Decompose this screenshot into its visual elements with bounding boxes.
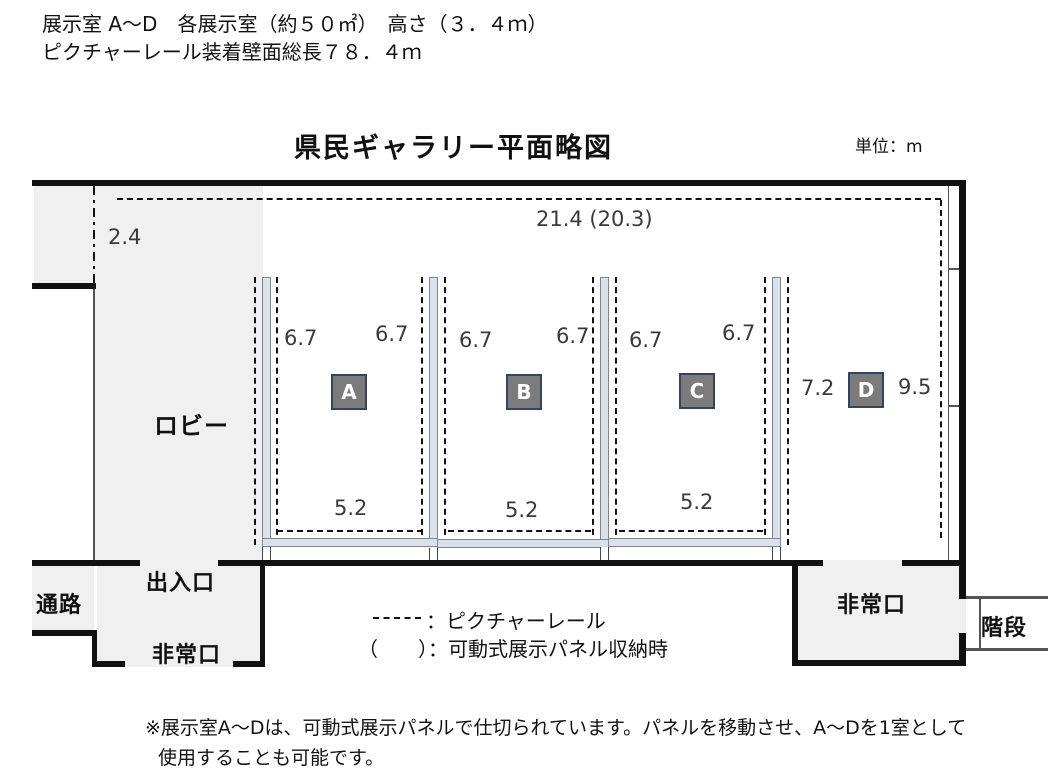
- wall-lobby-left: [93, 289, 95, 560]
- dim-room-b-left: 6.7: [459, 328, 493, 352]
- dim-room-a-right: 6.7: [375, 322, 409, 346]
- lobby-floor: [95, 283, 263, 560]
- rail-panel1-left: [254, 277, 256, 545]
- dim-room-d-left: 7.2: [801, 376, 835, 400]
- picture-rail-top: [117, 198, 941, 200]
- exit-room-right-wall-upper: [959, 566, 966, 599]
- wall-bottom-left: [32, 560, 140, 566]
- wall-top: [32, 180, 966, 186]
- room-d-badge: D: [848, 372, 884, 408]
- rail-panel2-left: [421, 277, 423, 545]
- room-a-badge: A: [331, 374, 367, 410]
- right-wall-tick-lower: [948, 405, 959, 407]
- rail-panel3-left: [592, 277, 594, 545]
- dim-alcove-width: 2.4: [108, 225, 142, 249]
- stairs-opening: [959, 599, 966, 633]
- room-c-badge: C: [679, 373, 715, 409]
- alcove-dashdot-line: [93, 186, 95, 283]
- wall-alcove-bottom: [32, 283, 96, 289]
- emergency-exit-left-label: 非常口: [152, 643, 222, 668]
- rail-panel4-right: [787, 277, 789, 545]
- movable-panel-bottom-b: [437, 539, 609, 548]
- dim-room-b-bottom: 5.2: [505, 498, 539, 522]
- rail-room-a-bottom: [277, 530, 423, 532]
- jamb-3: [600, 547, 609, 560]
- wall-bottom-center: [218, 560, 823, 566]
- emergency-exit-right-label: 非常口: [837, 593, 907, 618]
- entrance-gap-floor: [140, 560, 218, 566]
- exit-room-left-wall: [792, 566, 798, 666]
- movable-panel-2: [429, 277, 438, 543]
- lobby-label: ロビー: [154, 412, 229, 440]
- dim-room-c-bottom: 5.2: [680, 490, 714, 514]
- dim-room-c-right: 6.7: [722, 321, 756, 345]
- stairs-bottom-line: [966, 648, 1048, 651]
- passage-bottom-wall: [32, 630, 96, 636]
- lower-lobby-left-wall: [92, 630, 97, 667]
- stairs-top-line: [966, 596, 1048, 599]
- footnote-line-1: ※展示室A～Dは、可動式展示パネルで仕切られています。パネルを移動させ、A～Dを…: [145, 717, 967, 739]
- movable-panel-3: [600, 277, 609, 543]
- wall-bottom-right: [902, 560, 966, 566]
- unit-label: 単位：m: [855, 137, 923, 157]
- legend-movable-panel: （ ）：可動式展示パネル収納時: [358, 637, 668, 661]
- room-b-badge: B: [506, 374, 542, 410]
- footnote-line-2: 使用することも可能です。: [158, 747, 385, 769]
- lower-lobby-right-wall: [260, 566, 265, 667]
- passage-floor: [32, 566, 94, 630]
- passage-label: 通路: [36, 593, 83, 618]
- dim-room-b-right: 6.7: [556, 324, 590, 348]
- rail-panel2-right: [444, 277, 446, 545]
- lower-lobby-bottom-wall-left: [92, 661, 125, 667]
- movable-panel-1: [262, 277, 271, 543]
- picture-rail-right: [940, 200, 942, 538]
- lower-lobby-bottom-wall-right: [233, 661, 265, 667]
- stairs-label: 階段: [981, 616, 1028, 641]
- rail-panel1-right: [276, 277, 278, 545]
- rail-room-c-bottom: [619, 530, 763, 532]
- jamb-4: [772, 547, 781, 560]
- right-wall-tick-upper: [948, 268, 959, 270]
- stairs-threshold-line: [979, 599, 981, 648]
- exit-room-bottom-wall: [792, 660, 966, 666]
- lower-lobby-floor: [97, 566, 260, 661]
- movable-panel-bottom-c: [608, 538, 781, 547]
- lobby-upper-floor: [34, 186, 263, 283]
- emergency-exit-left-gap: [125, 661, 233, 667]
- legend-dashed-line-sample: [373, 617, 421, 619]
- legend-picture-rail: ：ピクチャーレール: [426, 609, 606, 633]
- dim-room-a-bottom: 5.2: [334, 496, 368, 520]
- movable-panel-4: [772, 277, 781, 543]
- emergency-exit-right-gap: [823, 560, 902, 566]
- dim-room-c-left: 6.7: [629, 328, 663, 352]
- movable-panel-bottom-a: [262, 538, 438, 547]
- wall-right: [959, 180, 966, 566]
- page-title: 県民ギャラリー平面略図: [294, 133, 613, 164]
- rail-panel3-right: [615, 277, 617, 545]
- right-wall-inner-line: [948, 186, 949, 560]
- dim-room-a-left: 6.7: [284, 326, 318, 350]
- exit-room-right-wall-lower: [959, 633, 966, 666]
- rail-panel4-left: [764, 277, 766, 545]
- jamb-2: [429, 548, 438, 560]
- rail-room-b-bottom: [448, 530, 591, 532]
- dim-top-span: 21.4 (20.3): [536, 207, 653, 231]
- jamb-1: [262, 547, 271, 560]
- entrance-label: 出入口: [146, 571, 216, 596]
- header-line-2: ピクチャーレール装着壁面総長７８．４ｍ: [42, 40, 422, 64]
- header-line-1: 展示室 A～D 各展示室（約５０㎡） 高さ（３．４ｍ）: [42, 12, 548, 36]
- dim-room-d-right: 9.5: [898, 375, 932, 399]
- emergency-exit-room-floor: [798, 566, 959, 660]
